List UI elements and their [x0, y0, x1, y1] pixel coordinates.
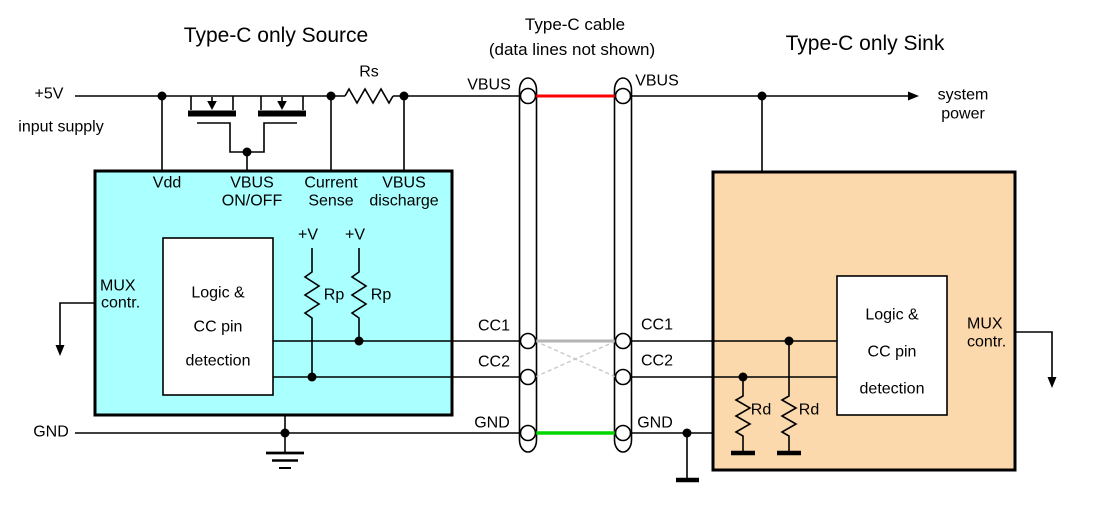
- rp-resistor-2-icon: [350, 248, 368, 341]
- source-logic-label-line1: Logic &: [191, 284, 245, 302]
- plug-right-icon: [613, 77, 633, 453]
- sink-title: Type-C only Sink: [785, 31, 945, 55]
- plug-right-gnd-pin-icon: [614, 424, 632, 442]
- rd-resistor-1-icon: [734, 377, 752, 451]
- cable-title-line2: (data lines not shown): [488, 40, 656, 60]
- source-mux-label-line1: MUX: [100, 277, 136, 295]
- gnd-rail-label: GND: [33, 423, 69, 441]
- junction-dot: [157, 91, 167, 101]
- sink-cc2-port-label: CC2: [640, 352, 674, 370]
- pin-vbus-onoff-label-line2: ON/OFF: [221, 192, 283, 210]
- pullup-supply-label-2: +V: [344, 226, 366, 244]
- junction-dot: [326, 91, 336, 101]
- sink-logic-box: [836, 275, 948, 416]
- rs-resistor-icon: [344, 87, 394, 105]
- plug-left-gnd-pin-icon: [519, 424, 537, 442]
- source-gnd-port-label: GND: [474, 414, 510, 432]
- mosfet-left-arrow-icon: [207, 101, 217, 110]
- mosfet-switch-icon: [188, 96, 306, 117]
- source-cc1-port-label: CC1: [477, 317, 511, 335]
- sink-mux-label-line1: MUX: [967, 315, 1003, 333]
- plug-pin-contacts: [519, 87, 632, 442]
- plug-right-cc1-pin-icon: [614, 332, 632, 350]
- source-mux-wire: [59, 302, 95, 346]
- rd-resistor-2-icon: [780, 341, 798, 451]
- junction-dot: [399, 91, 409, 101]
- source-mux-label-line2: contr.: [101, 294, 141, 312]
- plug-right-vbus-pin-icon: [614, 87, 632, 105]
- sink-logic-label-line2: CC pin: [867, 343, 917, 361]
- sink-mux-wire: [1015, 331, 1053, 378]
- sink-cc1-port-label: CC1: [640, 316, 674, 334]
- sink-vbus-port-label: VBUS: [635, 72, 679, 90]
- junction-dot: [757, 91, 767, 101]
- earth-ground-icon: [266, 451, 304, 469]
- source-mux-arrow-icon: [55, 345, 65, 356]
- pullup-supply-label-1: +V: [297, 226, 319, 244]
- source-logic-label-line2: CC pin: [193, 318, 243, 336]
- junction-dot: [242, 147, 252, 157]
- sink-mux-label-line2: contr.: [967, 333, 1007, 351]
- pin-vbus-discharge-label-line1: VBUS: [382, 174, 426, 192]
- junction-dot: [280, 428, 290, 438]
- plug-right-cc2-pin-icon: [614, 368, 632, 386]
- source-title: Type-C only Source: [183, 23, 369, 47]
- supply-label-line2: input supply: [18, 118, 104, 136]
- sink-gnd-port-label: GND: [637, 414, 673, 432]
- source-vbus-port-label: VBUS: [467, 76, 511, 94]
- cable-crossover-wire-2: [534, 340, 617, 378]
- system-power-label-line2: power: [941, 105, 985, 123]
- supply-label-line1: +5V: [34, 85, 64, 103]
- junction-dots: [157, 91, 794, 438]
- junction-dot: [784, 336, 794, 346]
- pin-current-sense-label-line1: Current: [304, 174, 358, 192]
- junction-dot: [682, 428, 692, 438]
- pin-current-sense-label-line2: Sense: [308, 192, 354, 210]
- source-logic-box: [162, 237, 274, 396]
- plug-left-icon: [518, 77, 538, 453]
- pin-vdd-label: Vdd: [152, 174, 182, 192]
- pin-vbus-onoff-label-line1: VBUS: [230, 174, 274, 192]
- junction-dot: [354, 336, 364, 346]
- sink-mux-arrow-icon: [1047, 377, 1057, 388]
- source-cc2-port-label: CC2: [477, 353, 511, 371]
- rp-label-1: Rp: [323, 286, 345, 304]
- plug-left-cc2-pin-icon: [519, 368, 537, 386]
- rd-label-2: Rd: [798, 401, 820, 419]
- system-power-label-line1: system: [937, 86, 989, 104]
- sink-logic-label-line1: Logic &: [865, 306, 919, 324]
- pin-vbus-discharge-label-line2: discharge: [369, 192, 439, 210]
- junction-dot: [307, 372, 317, 382]
- junction-dot: [738, 372, 748, 382]
- mosfet-right-arrow-icon: [277, 101, 287, 110]
- source-logic-label-line3: detection: [185, 352, 251, 370]
- cable-title-line1: Type-C cable: [524, 15, 626, 35]
- plug-left-cc1-pin-icon: [519, 332, 537, 350]
- rp-resistor-1-icon: [303, 248, 321, 377]
- rd-label-1: Rd: [750, 401, 772, 419]
- sink-logic-label-line3: detection: [859, 380, 925, 398]
- rp-label-2: Rp: [370, 286, 392, 304]
- plug-left-vbus-pin-icon: [519, 87, 537, 105]
- rs-label: Rs: [359, 63, 379, 81]
- system-power-arrow-icon: [908, 91, 919, 101]
